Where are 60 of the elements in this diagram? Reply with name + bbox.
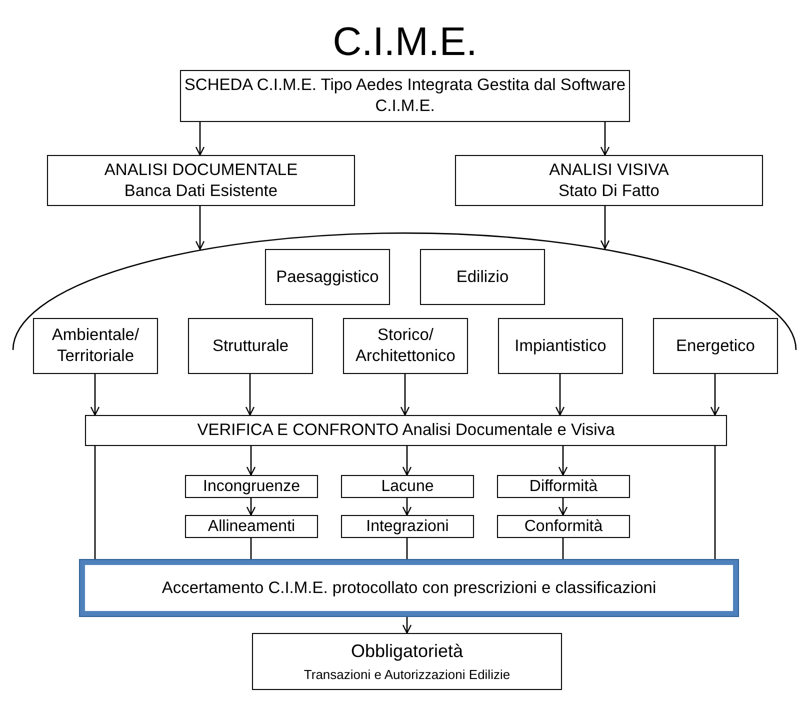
process-box: [341, 475, 474, 498]
box-text: Obbligatorietà: [350, 640, 464, 663]
process-box: [497, 475, 630, 498]
arrow: [558, 498, 568, 516]
process-box: [33, 318, 158, 374]
box-text: Stato Di Fatto: [558, 180, 660, 202]
connector-line: [714, 446, 716, 560]
process-box: [185, 515, 318, 538]
box-text: Ambientale/ Territoriale: [50, 325, 140, 367]
arrow: [402, 616, 412, 634]
box-text: Conformità: [524, 518, 603, 534]
arrow: [600, 206, 610, 250]
arrow: [90, 374, 100, 416]
box-text: VERIFICA E CONFRONTO Analisi Documentale e Visiva: [197, 420, 615, 441]
arrow: [600, 122, 610, 156]
box-text: ANALISI VISIVA: [549, 160, 669, 180]
arrow: [555, 374, 565, 416]
process-box: [653, 318, 778, 374]
box-text: Integrazioni: [366, 518, 449, 534]
box-text: SCHEDA C.I.M.E. Tipo Aedes Integrata Gestita dal Software C.I.M.E.: [183, 75, 627, 117]
process-box: [252, 633, 562, 690]
process-box: [455, 155, 763, 206]
process-box: [498, 318, 623, 374]
arrow: [402, 446, 412, 476]
connector-line: [562, 538, 564, 560]
connector-line: [94, 446, 96, 560]
arrow: [558, 446, 568, 476]
box-text: Lacune: [381, 478, 434, 494]
box-text: Strutturale: [212, 336, 289, 356]
process-box: [80, 560, 738, 616]
box-text: Banca Dati Esistente: [124, 180, 278, 202]
box-text: ANALISI DOCUMENTALE: [104, 160, 298, 180]
arrow: [195, 122, 205, 156]
arrow: [246, 446, 256, 476]
arrow: [245, 374, 255, 416]
box-text: Storico/ Architettonico: [354, 325, 456, 367]
box-text: Allineamenti: [208, 518, 296, 534]
process-box: [497, 515, 630, 538]
box-text: Impiantistico: [514, 336, 606, 356]
box-text: Edilizio: [456, 266, 509, 288]
arrow: [402, 498, 412, 516]
diagram-title: C.I.M.E.: [332, 22, 478, 62]
connector-line: [406, 538, 408, 560]
connector-line: [250, 538, 252, 560]
process-box: [185, 475, 318, 498]
box-text: Paesaggistico: [276, 266, 379, 288]
process-box: [85, 415, 727, 446]
process-box: [188, 318, 313, 374]
box-text: Difformità: [529, 478, 598, 494]
process-box: [341, 515, 474, 538]
arrow: [195, 206, 205, 250]
box-text: Energetico: [676, 336, 755, 356]
process-box: [47, 155, 355, 206]
box-text: Transazioni e Autorizzazioni Edilizie: [304, 666, 510, 683]
box-text: Incongruenze: [203, 478, 300, 494]
box-text: Accertamento C.I.M.E. protocollato con prescrizioni e classificazioni: [162, 578, 656, 598]
process-box: [343, 318, 468, 374]
arrow: [400, 374, 410, 416]
arrow: [710, 374, 720, 416]
arrow: [246, 498, 256, 516]
